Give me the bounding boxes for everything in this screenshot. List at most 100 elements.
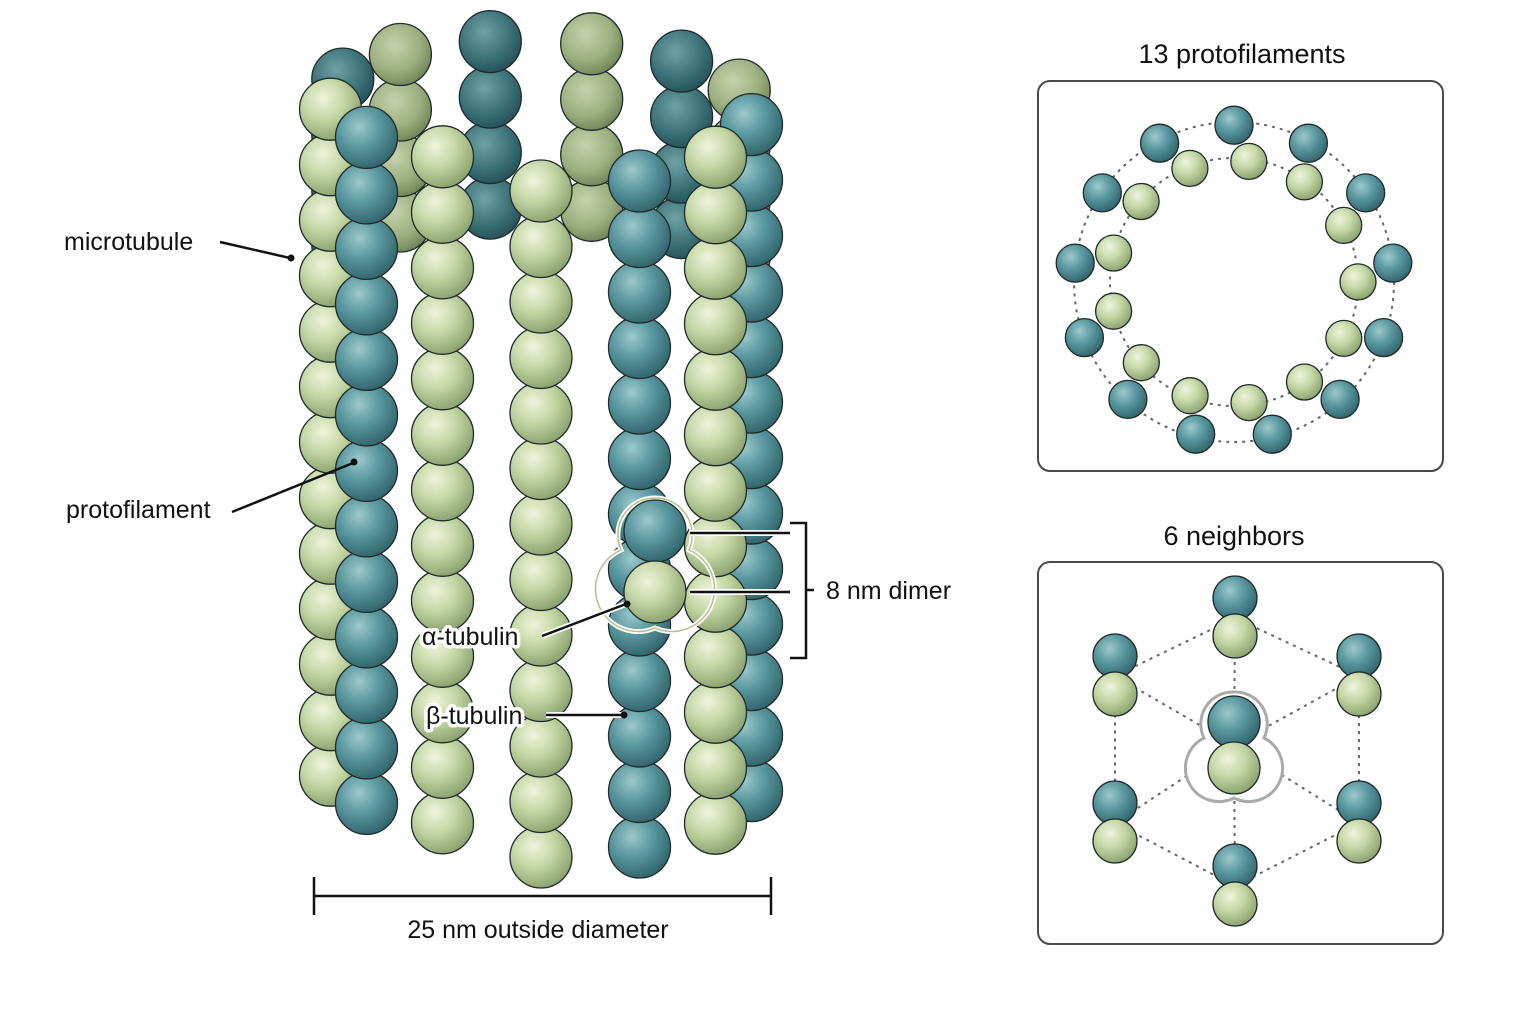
- beta-tubulin-subunit: [509, 492, 573, 556]
- protofilament-leader-line: [231, 461, 354, 514]
- beta-tubulin-subunit: [683, 347, 748, 411]
- alpha-tubulin-label-halo: α-tubulin: [422, 623, 518, 651]
- alpha-tubulin-leader-line: [541, 602, 627, 638]
- alpha-tubulin-subunit: [607, 315, 672, 380]
- microtubule-leader-line: [219, 240, 291, 260]
- ring-beta-subunit: [1171, 149, 1209, 188]
- alpha-tubulin-subunit: [334, 438, 399, 503]
- ring-beta-subunit: [1122, 182, 1160, 221]
- ring-dimer: [1325, 173, 1386, 245]
- center-beta-subunit: [1207, 741, 1261, 795]
- alpha-tubulin-subunit: [334, 383, 399, 447]
- beta-tubulin-subunit: [509, 547, 573, 612]
- beta-tubulin-subunit: [509, 381, 573, 445]
- beta-tubulin-subunit: [509, 603, 573, 667]
- beta-tubulin-subunit: [368, 22, 433, 87]
- ring-alpha-subunit: [1139, 123, 1180, 163]
- ring-alpha-subunit: [1214, 105, 1254, 145]
- ring-dimer: [1230, 383, 1292, 454]
- protofilament-leader-dot: [350, 458, 358, 466]
- neighbor-dimer: [1336, 780, 1382, 864]
- beta-tubulin-subunit: [683, 514, 748, 578]
- protofilament-column: [334, 105, 399, 836]
- highlighted-beta-subunit: [623, 560, 687, 624]
- beta-tubulin-subunit: [683, 292, 748, 356]
- microtubule-body: [298, 9, 784, 889]
- alpha-tubulin-subunit: [334, 105, 399, 170]
- ring-alpha-subunit: [1108, 379, 1148, 420]
- neighbor-beta-subunit: [1092, 818, 1138, 864]
- ring-dimer: [1285, 123, 1329, 201]
- beta-tubulin-subunit: [683, 625, 748, 689]
- protofilament-column: [458, 9, 522, 240]
- neighbor-dimer: [1212, 575, 1258, 659]
- dimer-label: 8 nm dimer: [826, 577, 951, 605]
- alpha-tubulin-subunit: [334, 216, 399, 281]
- neighbor-beta-subunit: [1336, 671, 1382, 717]
- protofilament-column: [509, 159, 573, 889]
- microtubule-leader-dot: [287, 254, 295, 262]
- ring-dimer: [1325, 317, 1404, 358]
- alpha-tubulin-subunit: [334, 660, 399, 725]
- diameter-bar: [312, 877, 773, 915]
- beta-tubulin-subunit: [560, 12, 624, 76]
- alpha-tubulin-subunit: [607, 204, 672, 269]
- ring-alpha-subunit: [1082, 173, 1122, 213]
- ring-dimer: [1082, 173, 1160, 221]
- protofilament-column: [683, 125, 748, 855]
- alpha-tubulin-subunit: [649, 29, 714, 93]
- ring-dimer: [1339, 243, 1413, 301]
- alpha-tubulin-subunit: [334, 605, 399, 669]
- beta-tubulin-subunit: [410, 125, 475, 189]
- ring-beta-subunit: [1094, 292, 1133, 330]
- protofilament-label: protofilament: [66, 496, 211, 524]
- alpha-tubulin-label: α-tubulin: [422, 623, 518, 651]
- diameter-label: 25 nm outside diameter: [407, 916, 668, 944]
- beta-tubulin-subunit: [683, 680, 748, 744]
- ring-alpha-subunit: [1288, 123, 1329, 163]
- beta-tubulin-subunit: [683, 236, 748, 300]
- microtubule-callout: microtubule: [64, 228, 295, 262]
- ring-dimer: [1171, 377, 1216, 454]
- beta-tubulin-subunit: [509, 769, 573, 834]
- ring-beta-subunit: [1230, 142, 1268, 181]
- ring-alpha-subunit: [1346, 173, 1386, 213]
- neighbor-beta-subunit: [1336, 818, 1382, 864]
- neighbor-beta-subunit: [1212, 881, 1258, 927]
- highlighted-dimer: [592, 495, 718, 635]
- beta-tubulin-callout: β-tubulin β-tubulin: [423, 699, 628, 734]
- beta-tubulin-leader-dot: [620, 711, 628, 719]
- protofilament-callout: protofilament: [66, 458, 358, 524]
- ring-alpha-subunit: [1176, 414, 1216, 454]
- alpha-tubulin-subunit: [334, 327, 399, 392]
- center-alpha-subunit: [1207, 695, 1261, 749]
- ring-dimer: [1285, 363, 1360, 420]
- ring-beta-subunit: [1094, 234, 1133, 272]
- beta-tubulin-subunit: [509, 825, 573, 889]
- beta-tubulin-subunit: [509, 159, 573, 223]
- alpha-tubulin-subunit: [607, 149, 672, 213]
- alpha-tubulin-subunit: [458, 65, 522, 129]
- alpha-tubulin-leader-dot: [623, 600, 631, 608]
- alpha-tubulin-subunit: [607, 260, 672, 324]
- ring-beta-subunit: [1285, 363, 1324, 401]
- neighbor-dimer: [1212, 843, 1258, 927]
- alpha-tubulin-subunit: [334, 716, 399, 780]
- ring-alpha-subunit: [1320, 379, 1360, 420]
- beta-tubulin-subunit: [509, 436, 573, 501]
- beta-tubulin-subunit: [560, 67, 624, 131]
- beta-tubulin-label: β-tubulin: [426, 702, 522, 730]
- ring-alpha-subunit: [1064, 317, 1105, 358]
- cross-section-ring: [1055, 105, 1413, 454]
- neighbor-beta-subunit: [1092, 671, 1138, 717]
- ring-alpha-subunit: [1252, 414, 1292, 454]
- beta-tubulin-subunit: [683, 458, 748, 522]
- beta-tubulin-subunit: [509, 214, 573, 279]
- beta-tubulin-subunit: [410, 180, 475, 244]
- beta-tubulin-subunit: [683, 403, 748, 467]
- alpha-tubulin-callout: α-tubulin α-tubulin: [419, 600, 631, 655]
- beta-tubulin-subunit: [410, 791, 475, 855]
- ring-alpha-subunit: [1055, 243, 1095, 283]
- alpha-tubulin-subunit: [458, 9, 522, 74]
- alpha-tubulin-subunit: [334, 161, 399, 225]
